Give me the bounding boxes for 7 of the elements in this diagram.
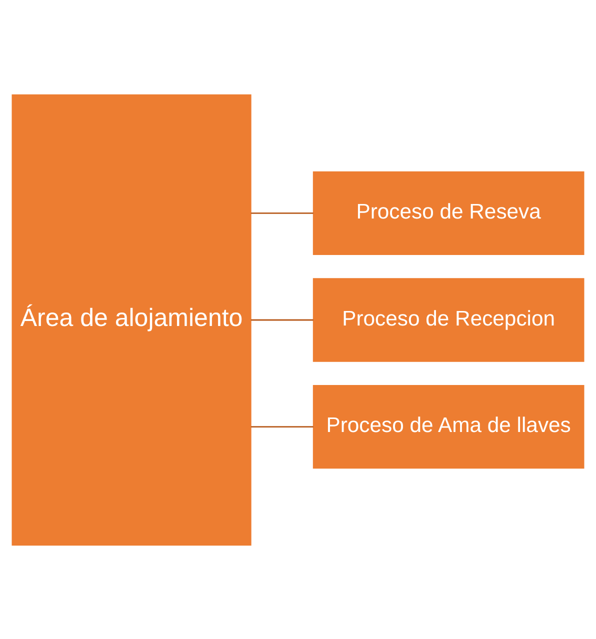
node-box: Proceso de Ama de llaves xyxy=(312,384,584,468)
connector xyxy=(250,426,314,428)
node-box: Proceso de Reseva xyxy=(312,170,584,255)
connector xyxy=(250,212,314,214)
connector xyxy=(250,318,314,320)
node-box: Área de alojamiento xyxy=(12,94,252,546)
node-box: Proceso de Recepcion xyxy=(312,278,584,362)
